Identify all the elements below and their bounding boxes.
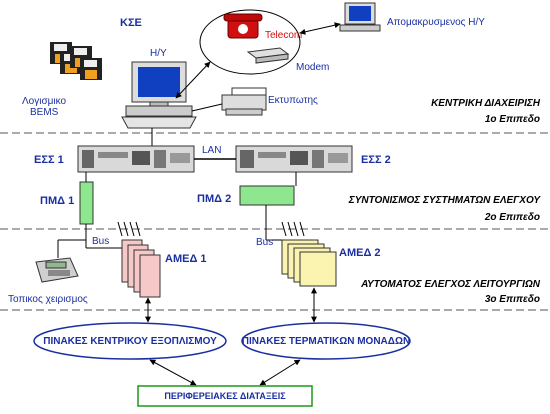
ess1-controller — [77, 145, 195, 173]
ess2-label: ΕΣΣ 2 — [361, 154, 391, 166]
printer-icon — [221, 87, 267, 116]
local-control-terminal-icon — [35, 257, 79, 283]
hy-label: Η/Υ — [150, 48, 167, 59]
level2-title: ΣΥΝΤΟΝΙΣΜΟΣ ΣΥΣΤΗΜΑΤΩΝ ΕΛΕΓΧΟΥ — [348, 195, 542, 206]
printer-label: Εκτυπωτης — [268, 95, 318, 106]
telecom-label: Telecom — [265, 30, 302, 41]
central-equipment-panels — [33, 322, 227, 360]
pc-telecom-arrow — [175, 61, 211, 99]
pmd1-unit — [79, 181, 94, 225]
amed2-label: ΑΜΕΔ 2 — [339, 247, 381, 259]
telecom-remote-arrow — [299, 22, 341, 35]
level1-name: 1ο Επιπεδο — [485, 114, 540, 125]
amed1-label: ΑΜΕΔ 1 — [165, 253, 207, 265]
pmd2-label: ΠΜΔ 2 — [197, 193, 231, 205]
software-label-line2: BEMS — [30, 107, 59, 118]
modem-icon — [246, 47, 290, 64]
level1-title: ΚΕΝΤΡΙΚΗ ΔΙΑΧΕΙΡΙΣΗ — [431, 98, 541, 109]
local-control-label: Τοπικος χειρισμος — [8, 294, 88, 305]
level2-name: 2ο Επιπεδο — [484, 212, 540, 223]
pmd1-label: ΠΜΔ 1 — [40, 195, 74, 207]
remote-computer-icon — [339, 2, 381, 32]
bus1-label: Bus — [92, 236, 109, 247]
level3-name: 3ο Επιπεδο — [485, 294, 540, 305]
central-computer-icon — [121, 61, 197, 129]
remote-pc-label: Απομακρυσμενος Η/Υ — [387, 17, 485, 28]
central-panels-label: ΠΙΝΑΚΕΣ ΚΕΝΤΡΙΚΟΥ ΕΞΟΠΛΙΣΜΟΥ — [43, 336, 217, 347]
peripheral-devices-box — [137, 385, 313, 407]
amed1-stack — [117, 221, 161, 298]
kse-label: ΚΣΕ — [120, 17, 142, 29]
telephone-icon — [223, 13, 263, 39]
modem-label: Modem — [296, 62, 329, 73]
software-label-line1: Λογισμικο — [22, 96, 66, 107]
peripheral-label: ΠΕΡΙΦΕΡΕΙΑΚΕΣ ΔΙΑΤΑΞΕΙΣ — [164, 391, 286, 401]
floppy-disks-icon — [50, 42, 102, 80]
terminal-unit-panels — [241, 322, 411, 360]
amed2-stack — [281, 221, 337, 287]
level-separators — [0, 132, 550, 311]
ess1-label: ΕΣΣ 1 — [34, 154, 64, 166]
lan-label: LAN — [202, 145, 221, 156]
ess2-controller — [235, 145, 353, 173]
bus2-label: Bus — [256, 237, 273, 248]
level3-title: ΑΥΤΟΜΑΤΟΣ ΕΛΕΓΧΟΣ ΛΕΙΤΟΥΡΓΙΩΝ — [360, 279, 541, 290]
pmd2-unit — [239, 185, 295, 206]
terminal-panels-label: ΠΙΝΑΚΕΣ ΤΕΡΜΑΤΙΚΩΝ ΜΟΝΑΔΩΝ — [242, 336, 410, 347]
